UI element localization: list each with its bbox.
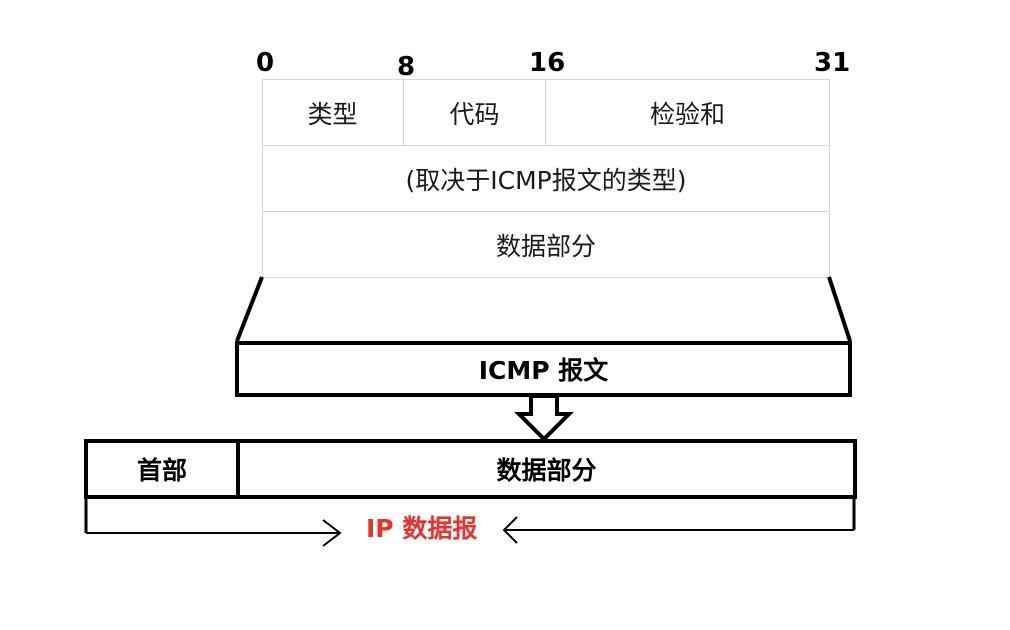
table-col-divider-8 — [403, 79, 404, 145]
table-right-border — [829, 79, 830, 277]
table-row-divider-1 — [262, 145, 830, 146]
left-expand-line — [235, 276, 264, 342]
bit-label-0: 0 — [256, 48, 275, 78]
table-left-border — [262, 79, 263, 277]
ip-header-box: 首部 — [84, 439, 240, 499]
ip-datagram-caption: IP 数据报 — [366, 514, 478, 543]
bit-label-16: 16 — [529, 48, 566, 78]
ip-data-label: 数据部分 — [496, 456, 597, 485]
span-left-arrow-icon — [502, 516, 518, 544]
table-top-border — [262, 79, 830, 80]
icmp-data-field: 数据部分 — [495, 231, 596, 261]
ip-data-box: 数据部分 — [236, 439, 857, 499]
down-arrow-icon — [514, 394, 574, 442]
code-field: 代码 — [449, 99, 500, 129]
ip-header-label: 首部 — [136, 456, 187, 485]
type-dependent-field: (取决于ICMP报文的类型) — [405, 165, 687, 195]
right-expand-line — [827, 276, 852, 342]
span-right-arrow-icon — [322, 519, 342, 547]
table-row-divider-2 — [262, 211, 830, 212]
icmp-message-box: ICMP 报文 — [235, 341, 852, 397]
checksum-field: 检验和 — [649, 99, 725, 129]
bit-label-31: 31 — [814, 48, 851, 78]
table-bottom-border — [262, 277, 830, 278]
table-col-divider-16 — [545, 79, 546, 145]
type-field: 类型 — [307, 99, 358, 129]
bit-label-8: 8 — [397, 52, 416, 82]
icmp-message-label: ICMP 报文 — [478, 356, 609, 385]
